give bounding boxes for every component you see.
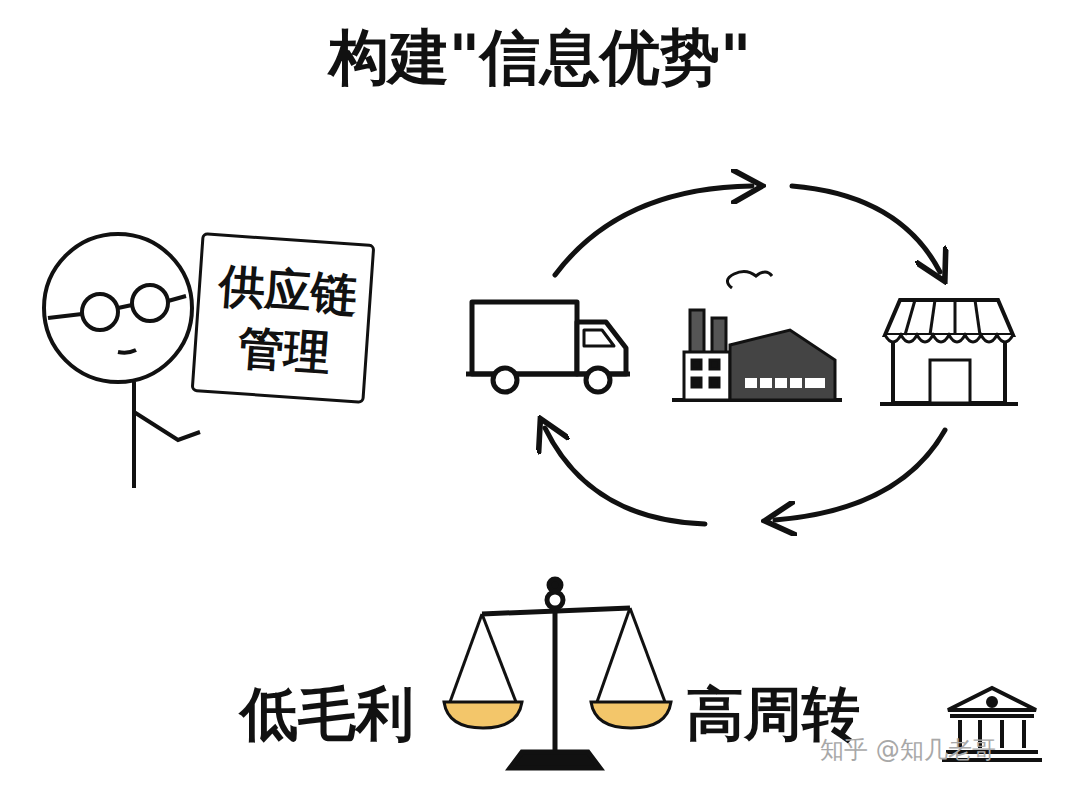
- balance-scale: [444, 579, 671, 768]
- node-text: 供应链 管理: [207, 256, 365, 386]
- truck-icon: [466, 302, 630, 392]
- store-icon: [880, 300, 1018, 404]
- person-figure: [44, 234, 200, 488]
- label-low-margin: 低毛利: [240, 676, 414, 754]
- watermark: 知乎 @知几老哥: [820, 734, 996, 766]
- paper-sheet: 供应链 管理: [191, 232, 376, 403]
- cycle-arrows: [545, 186, 945, 524]
- title: 构建"信息优势": [329, 18, 752, 99]
- factory-icon: [672, 271, 842, 400]
